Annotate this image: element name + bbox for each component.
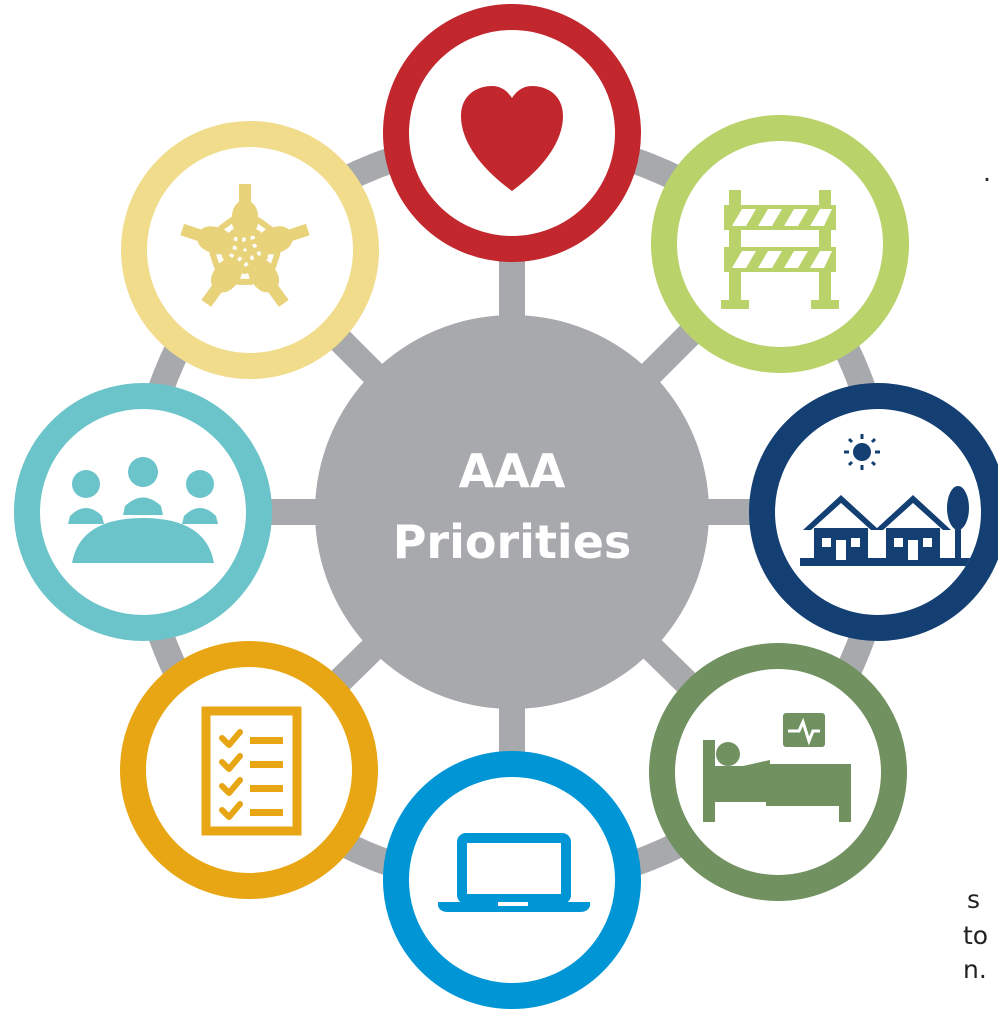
priority-node-infrastructure (651, 115, 909, 373)
text-fragment: n. (963, 955, 987, 984)
text-fragment: . (983, 158, 991, 187)
priority-node-healthcare (649, 643, 907, 901)
hospital-bed-heart-monitor-icon (703, 713, 851, 822)
priority-node-partnership (121, 121, 379, 379)
center-title-line1: AAA (459, 444, 566, 498)
center-title-line2: Priorities (393, 515, 632, 569)
center-hub: AAA Priorities (315, 315, 709, 709)
road-barrier-icon (721, 190, 839, 309)
text-fragment: to (963, 921, 989, 950)
heart-icon (461, 86, 563, 191)
hand-shape (180, 223, 249, 270)
priority-node-technology (383, 751, 641, 1009)
joined-hands-icon (180, 184, 310, 307)
priority-node-community (14, 383, 272, 641)
priority-node-health (383, 4, 641, 262)
priority-node-planning (120, 641, 378, 899)
text-fragment: s (967, 885, 981, 914)
meeting-group-icon (68, 457, 218, 563)
checklist-icon (201, 706, 302, 836)
homes-with-sun-and-tree-icon (800, 434, 970, 566)
priority-node-housing (749, 383, 998, 641)
laptop-icon (438, 833, 590, 912)
